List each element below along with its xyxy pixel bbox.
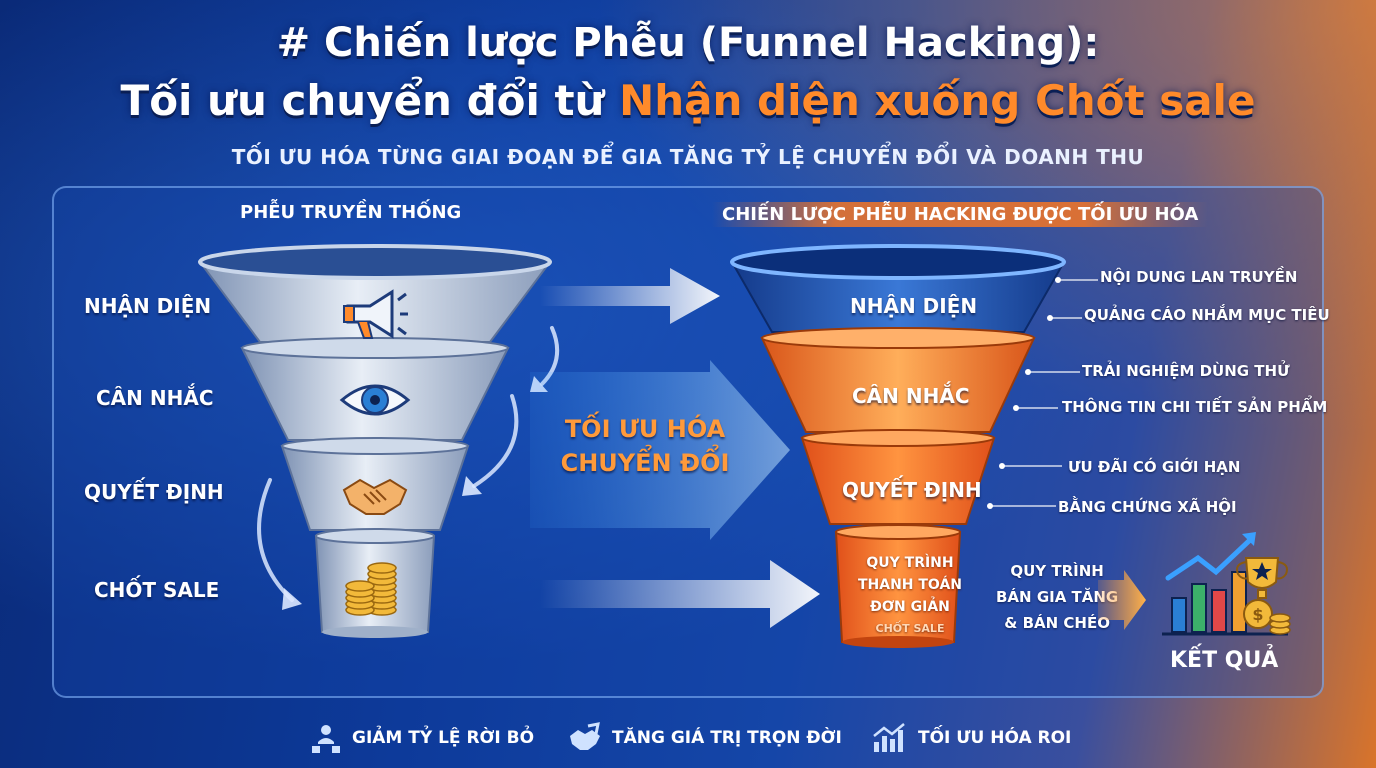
subtitle: TỐI ƯU HÓA TỪNG GIAI ĐOẠN ĐỂ GIA TĂNG TỶ…: [231, 145, 1145, 169]
upsell-line3: & BÁN CHÉO: [1004, 614, 1110, 632]
tactic-free-trial: TRẢI NGHIỆM DÙNG THỬ: [1082, 362, 1290, 380]
hacking-stage-awareness: NHẬN DIỆN: [850, 294, 978, 318]
traditional-stage-consideration: CÂN NHẮC: [96, 386, 214, 410]
footer-item-roi: TỐI ƯU HÓA ROI: [872, 722, 1071, 754]
megaphone-icon: [343, 289, 408, 339]
upsell-line2: BÁN GIA TĂNG: [996, 588, 1119, 606]
growth-chart-icon: [1162, 532, 1288, 636]
page-title-line2: Tối ưu chuyển đổi từ Nhận diện xuống Chố…: [0, 76, 1376, 125]
coins-icon: [345, 562, 397, 616]
upsell-line1: QUY TRÌNH: [1010, 562, 1104, 580]
handshake-icon: [570, 722, 600, 750]
eye-icon: [339, 384, 411, 416]
handshake-icon: [342, 478, 408, 515]
flow-arrows: [530, 268, 820, 628]
trophy-icon: $: [1236, 557, 1291, 635]
hacking-stage-checkout: QUY TRÌNH THANH TOÁN ĐƠN GIẢN CHỐT SALE: [850, 552, 970, 640]
title-prefix: Tối ưu chuyển đổi từ: [120, 76, 620, 125]
tactic-targeted-ads: QUẢNG CÁO NHẮM MỤC TIÊU: [1084, 306, 1330, 324]
users-icon: [312, 725, 340, 753]
footer-label-churn: GIẢM TỶ LỆ RỜI BỎ: [352, 728, 535, 748]
footer-label-roi: TỐI ƯU HÓA ROI: [918, 728, 1072, 748]
footer-label-ltv: TĂNG GIÁ TRỊ TRỌN ĐỜI: [612, 728, 842, 748]
center-callout-line1: TỐI ƯU HÓA: [564, 415, 726, 443]
traditional-stage-decision: QUYẾT ĐỊNH: [84, 480, 224, 504]
svg-text:$: $: [1252, 605, 1263, 624]
tactic-viral-content: NỘI DUNG LAN TRUYỀN: [1100, 268, 1298, 286]
checkout-line1: QUY TRÌNH: [866, 555, 954, 571]
hacking-funnel-heading: CHIẾN LƯỢC PHỄU HACKING ĐƯỢC TỐI ƯU HÓA: [712, 202, 1209, 227]
growth-chart-icon: [873, 723, 905, 752]
result-label: KẾT QUẢ: [1170, 648, 1279, 673]
title-highlight: Nhận diện xuống Chốt sale: [619, 76, 1256, 125]
hacking-stage-decision: QUYẾT ĐỊNH: [842, 478, 982, 502]
tactic-connectors: [987, 277, 1098, 509]
tactic-product-details: THÔNG TIN CHI TIẾT SẢN PHẨM: [1062, 398, 1328, 416]
tactic-limited-offer: ƯU ĐÃI CÓ GIỚI HẠN: [1068, 458, 1241, 476]
traditional-stage-closing: CHỐT SALE: [94, 578, 220, 602]
footer-item-ltv: TĂNG GIÁ TRỊ TRỌN ĐỜI: [568, 722, 842, 754]
footer-item-churn: GIẢM TỶ LỆ RỜI BỎ: [310, 722, 534, 754]
hacking-stage-consideration: CÂN NHẮC: [852, 384, 970, 408]
result-arrow: [1098, 570, 1146, 630]
center-callout: TỐI ƯU HÓA CHUYỂN ĐỔI: [555, 412, 735, 480]
checkout-line3: ĐƠN GIẢN: [870, 599, 950, 615]
traditional-stage-awareness: NHẬN DIỆN: [84, 294, 212, 318]
traditional-funnel-heading: PHỄU TRUYỀN THỐNG: [240, 202, 462, 223]
checkout-caption: CHỐT SALE: [875, 622, 945, 635]
tactic-upsell-crosssell: QUY TRÌNH BÁN GIA TĂNG & BÁN CHÉO: [996, 558, 1118, 636]
checkout-line2: THANH TOÁN: [857, 577, 963, 593]
center-callout-line2: CHUYỂN ĐỔI: [560, 449, 730, 477]
tactic-social-proof: BẰNG CHỨNG XÃ HỘI: [1058, 498, 1237, 516]
page-title: # Chiến lược Phễu (Funnel Hacking):: [276, 20, 1100, 66]
hacking-funnel: [730, 244, 1066, 648]
